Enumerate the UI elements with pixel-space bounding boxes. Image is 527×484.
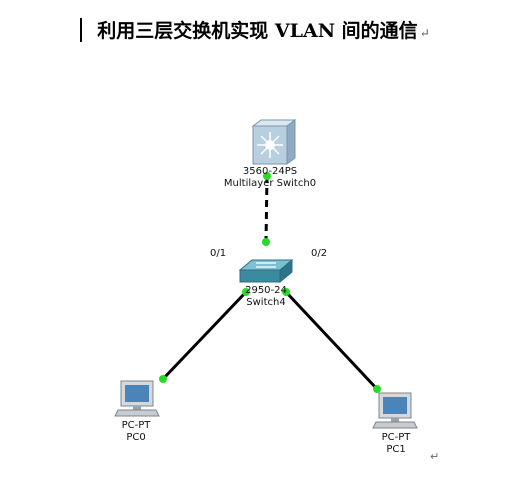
- link-switch-pc1: [284, 290, 379, 391]
- pc0-icon[interactable]: [114, 380, 160, 417]
- link-up-indicator: [262, 238, 270, 246]
- pc0-name: PC0: [126, 432, 146, 443]
- paragraph-mark: ↵: [430, 450, 440, 463]
- pc0-model: PC-PT: [121, 420, 151, 431]
- mlswitch-label: 3560-24PS Multilayer Switch0: [210, 166, 330, 190]
- pc0-label: PC-PT PC0: [106, 420, 166, 444]
- port-label-left: 0/1: [210, 248, 227, 259]
- link-up-indicator: [373, 385, 381, 393]
- link-up-indicator: [282, 288, 290, 296]
- title-paragraph-mark: ↵: [419, 26, 430, 40]
- switch-model: 2950-24: [245, 285, 287, 296]
- switch-icon[interactable]: [238, 258, 294, 284]
- link-switch-pc0: [161, 290, 248, 381]
- mlswitch-name: Multilayer Switch0: [223, 178, 317, 189]
- pc1-label: PC-PT PC1: [366, 432, 426, 456]
- mlswitch-model: 3560-24PS: [242, 166, 298, 177]
- multilayer-switch-icon[interactable]: [251, 119, 297, 165]
- title-text: 利用三层交换机实现 VLAN 间的通信: [97, 20, 418, 42]
- pc1-name: PC1: [386, 444, 406, 455]
- pc1-model: PC-PT: [381, 432, 411, 443]
- link-up-indicator: [263, 172, 271, 180]
- pc1-icon[interactable]: [372, 392, 418, 429]
- text-cursor: [80, 18, 82, 42]
- switch-label: 2950-24 Switch4: [216, 285, 316, 309]
- link-up-indicator: [242, 288, 250, 296]
- switch-name: Switch4: [246, 297, 286, 308]
- port-label-right: 0/2: [311, 248, 328, 259]
- page-title: 利用三层交换机实现 VLAN 间的通信↵: [0, 16, 527, 43]
- link-up-indicator: [159, 375, 167, 383]
